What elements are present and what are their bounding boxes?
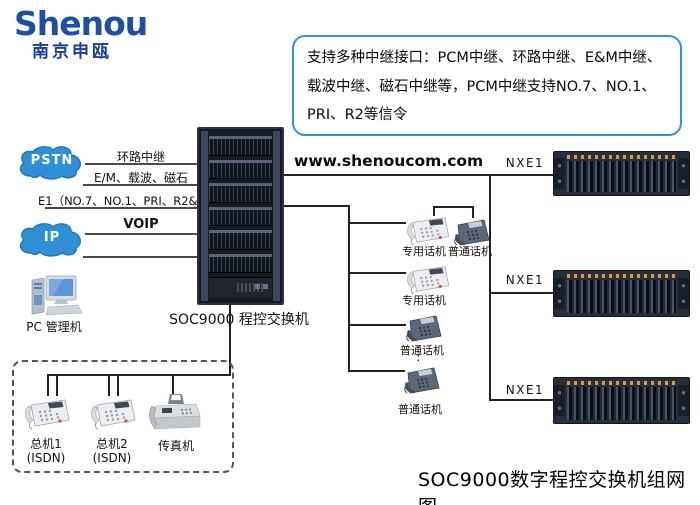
ordinary-phone-icon [401,363,441,397]
pstn-cloud-label: PSTN [30,153,74,168]
label-operator-2: 总机2 [96,437,128,451]
cabinet-base-panel [209,277,272,297]
pc-icon [28,271,82,317]
line-cabinet-to-extbox [229,304,231,376]
drop-opr1-a [47,374,49,396]
station-bus-vertical [348,205,350,372]
label-station-3: 普通话机 [400,344,444,357]
operator-phone-2-icon [88,393,136,431]
pc-label: PC 管理机 [26,320,82,334]
soc9000-cabinet [197,127,284,305]
cabinet-vent [237,283,263,292]
nxe1-rack-3 [553,377,690,424]
bracket-row1-left [433,206,435,216]
line-cabinet-to-stations [284,205,350,207]
dedicated-phone-icon [404,211,450,247]
label-fax: 传真机 [157,439,194,453]
cabinet-label: SOC9000 程控交换机 [169,312,309,328]
label-operator-2-sub: (ISDN) [92,451,132,465]
bracket-row1-right [472,206,474,218]
label-station-1b: 普通话机 [448,245,492,258]
ip-cloud: IP [15,222,89,258]
label-station-2: 专用话机 [402,294,446,307]
label-loop-trunk: 环路中继 [116,150,165,164]
shenou-logo: Shenou [14,4,148,43]
label-voip-trunk: VOIP [123,217,159,232]
drop-opr2-b [117,374,119,396]
line-extra-trunk [83,256,197,258]
branch-station-2 [348,272,406,274]
shenou-logo-chinese: 南京申瓯 [32,42,112,62]
label-e1-trunk: E1（NO.7、NO.1、PRI、R2&V5） [38,194,225,208]
website-text: www.shenoucom.com [294,152,484,170]
branch-station-4 [348,370,405,372]
pstn-cloud: PSTN [15,145,89,181]
callout-line-3: PRI、R2等信令 [307,107,408,123]
ip-cloud-label: IP [43,230,61,245]
line-cabinet-to-nxe1 [284,174,553,176]
drop-opr2-a [108,374,110,396]
drop-opr1-b [56,374,58,396]
cabinet-shelves [209,136,272,273]
bracket-row1-top [433,206,474,208]
extension-group-box [12,360,234,473]
cabinet-port [263,284,268,289]
line-e1-trunk [45,207,197,209]
cabinet-rail-left [201,131,208,301]
label-operator-1-sub: (ISDN) [26,451,66,465]
cabinet-port [255,284,260,289]
label-station-1a: 专用话机 [402,245,446,258]
label-operator-1: 总机1 [30,437,62,451]
operator-phone-1-icon [22,393,70,431]
branch-station-3 [348,324,406,326]
ellipsis-more-phones: ⋮ [412,349,425,364]
nxe1-rack-1 [553,151,690,196]
fax-machine-icon [148,392,204,436]
trunk-support-callout: 支持多种中继接口：PCM中继、环路中继、E&M中继、 载波中继、磁石中继等，PC… [292,35,682,136]
line-em-trunk [83,184,197,186]
line-loop-trunk [85,163,197,165]
cabinet-rail-right [273,131,280,301]
callout-line-2: 载波中继、磁石中继等，PCM中继支持NO.7、NO.1、 [307,78,656,95]
diagram-title: SOC9000数字程控交换机组网图 [418,469,686,505]
nxe1-bus-vertical [489,174,491,401]
label-em-trunk: E/M、载波、磁石 [94,171,188,185]
label-nxe1-3: NXE1 [505,383,545,397]
line-voip-trunk [85,233,197,235]
drop-fax [172,374,174,396]
branch-station-1 [348,222,406,224]
branch-nxe1-2 [489,292,553,294]
ordinary-phone-icon [403,311,443,345]
label-nxe1-2: NXE1 [505,273,545,287]
branch-nxe1-3 [489,399,553,401]
label-station-4: 普通话机 [398,403,442,416]
callout-line-1: 支持多种中继接口：PCM中继、环路中继、E&M中继、 [307,50,662,66]
dedicated-phone-icon [404,260,450,296]
label-nxe1-1: NXE1 [505,156,545,170]
nxe1-rack-2 [553,270,690,317]
extension-bus [47,374,231,376]
